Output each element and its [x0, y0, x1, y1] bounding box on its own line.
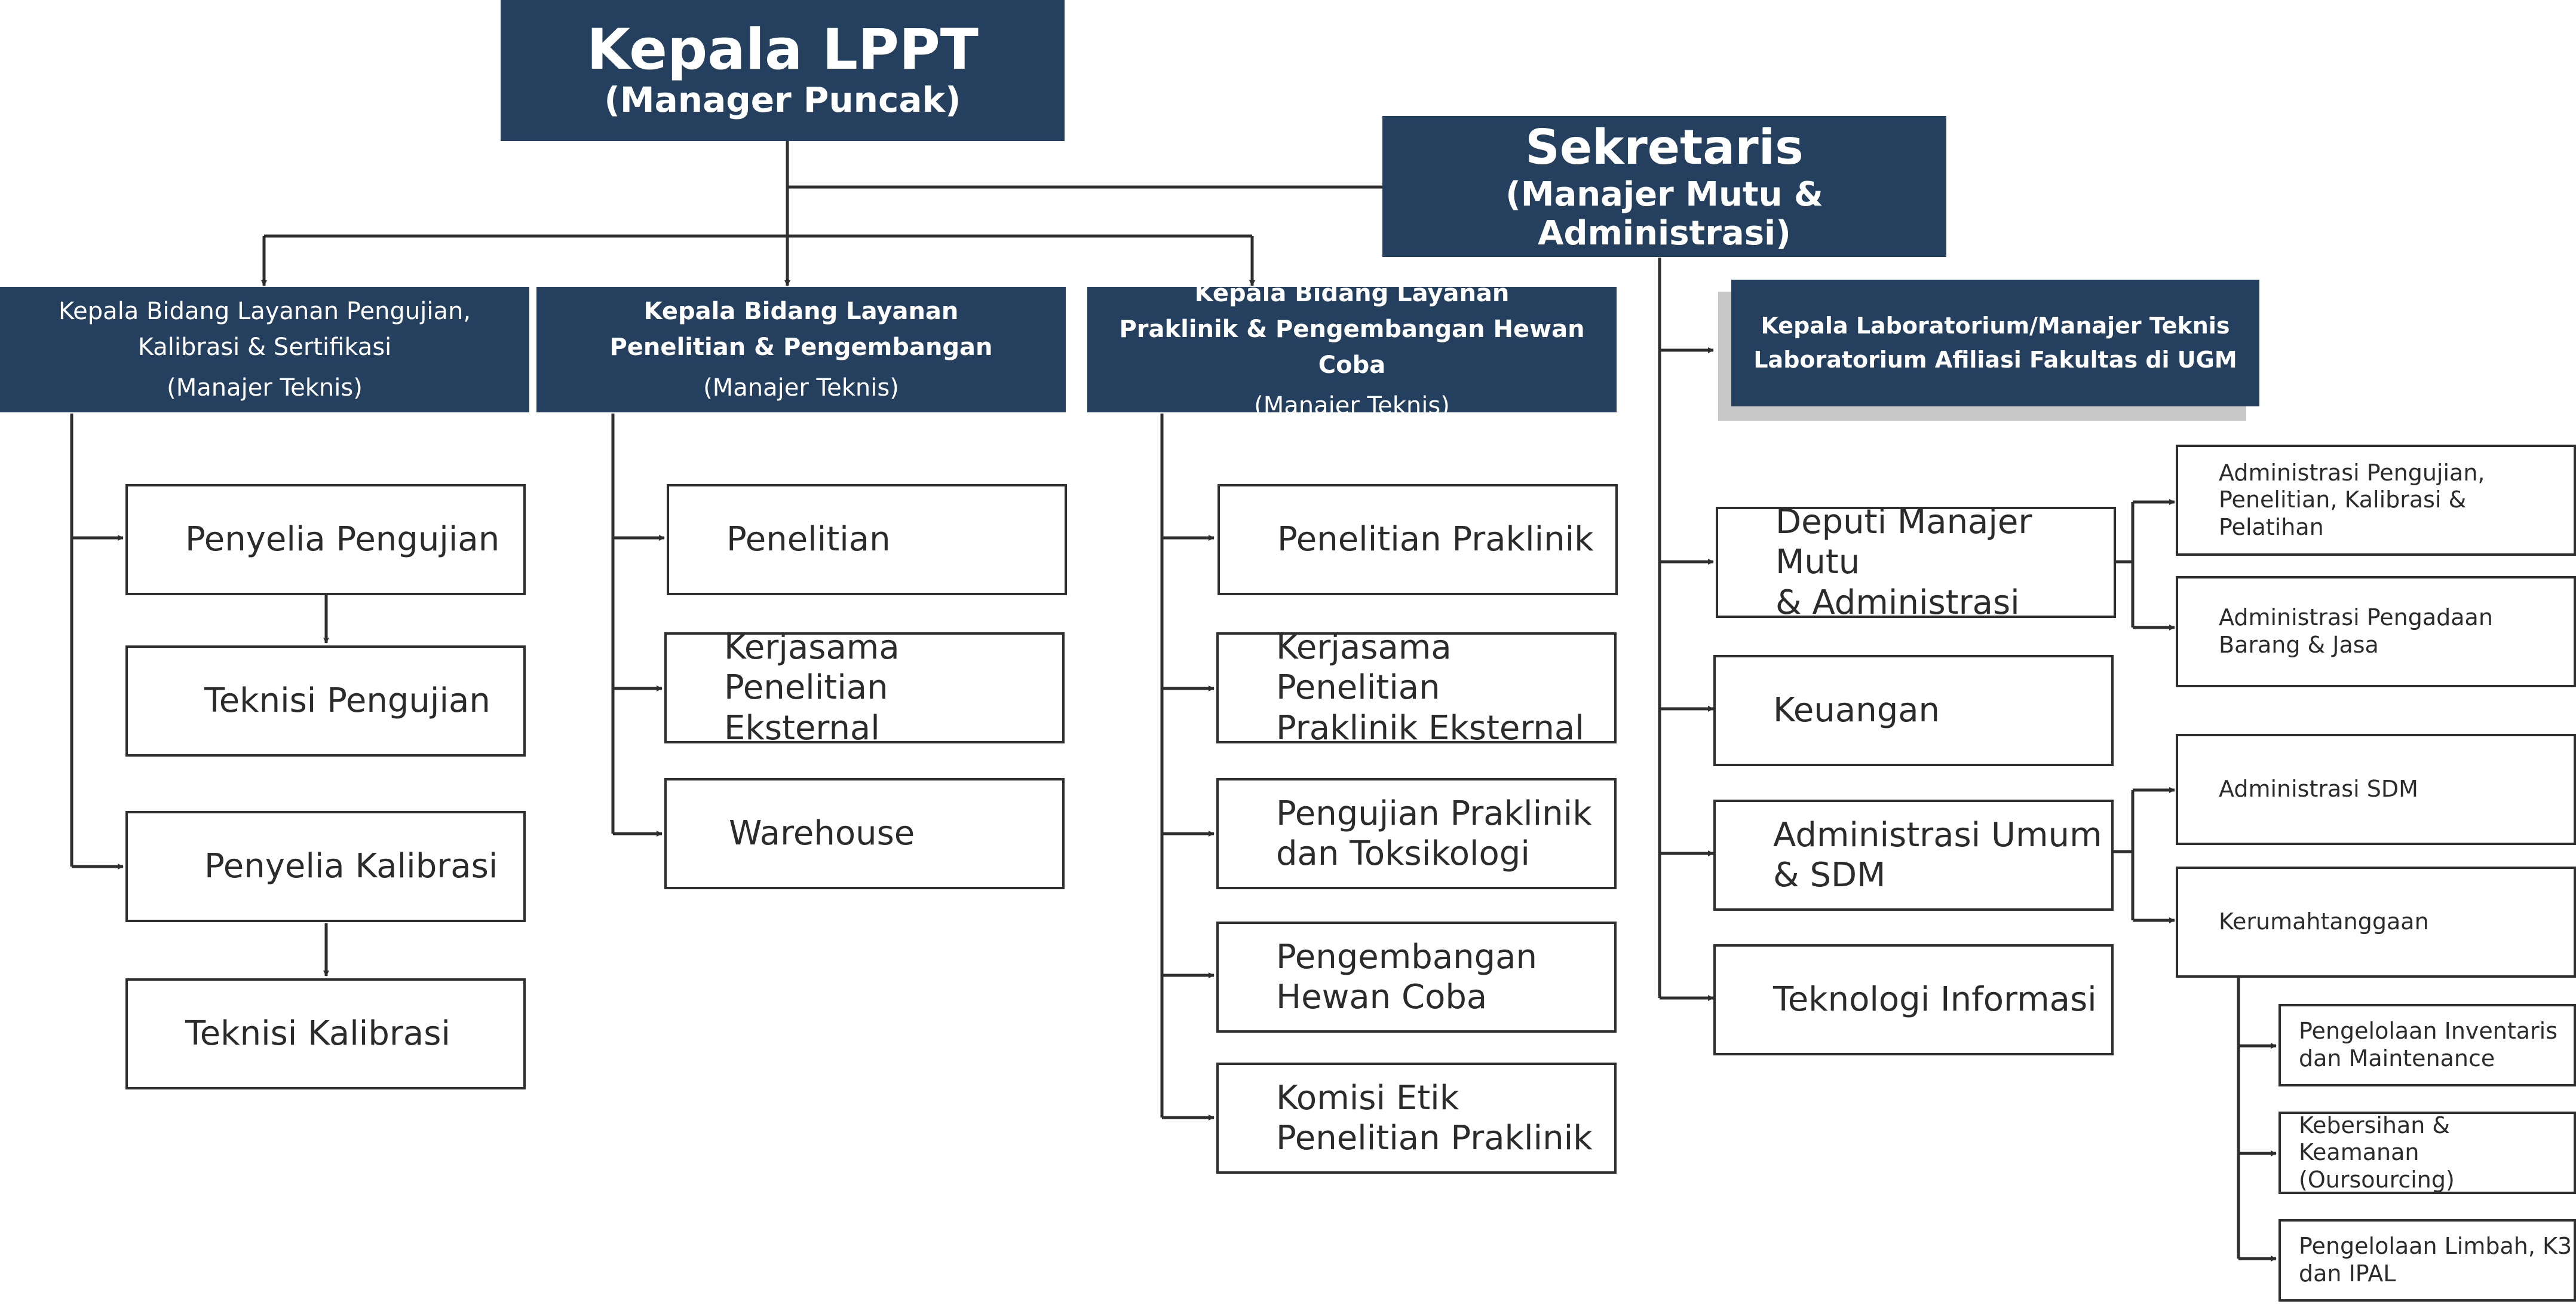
- head-penelitian-line1: Kepala Bidang Layanan: [643, 298, 959, 325]
- head-praklinik-line2: Praklinik & Pengembangan Hewan Coba: [1119, 316, 1585, 379]
- unit-pengembangan-hewan-coba: Pengembangan Hewan Coba: [1216, 922, 1617, 1033]
- unit-label-line: Administrasi Pengadaan: [2219, 604, 2493, 631]
- unit-label-line: Pengelolaan Inventaris: [2299, 1018, 2558, 1045]
- secretary-box: Sekretaris (Manajer Mutu & Administrasi): [1382, 116, 1946, 257]
- unit-label-line: Deputi Manajer Mutu: [1775, 503, 2032, 582]
- unit-label-line: Administrasi Pengujian,: [2219, 459, 2485, 486]
- unit-label-line: dan Toksikologi: [1276, 834, 1530, 873]
- unit-administrasi-pengadaan: Administrasi Pengadaan Barang & Jasa: [2176, 576, 2576, 687]
- unit-label-line: Penelitian Praklinik: [1276, 1119, 1593, 1158]
- head-praklinik-line1: Kepala Bidang Layanan: [1194, 280, 1510, 307]
- unit-label-line: Warehouse: [729, 814, 915, 853]
- unit-label-line: Pengujian Praklinik: [1276, 794, 1592, 833]
- unit-administrasi-sdm: Administrasi SDM: [2176, 734, 2576, 845]
- unit-teknisi-kalibrasi: Teknisi Kalibrasi: [125, 978, 526, 1089]
- unit-label-line: (Oursourcing): [2299, 1166, 2455, 1193]
- unit-administrasi-pengujian: Administrasi Pengujian, Penelitian, Kali…: [2176, 445, 2576, 556]
- unit-label-line: Penelitian: [726, 520, 891, 559]
- unit-label-line: Administrasi Umum: [1773, 815, 2102, 855]
- unit-label-line: dan IPAL: [2299, 1260, 2396, 1287]
- unit-pengelolaan-inventaris: Pengelolaan Inventaris dan Maintenance: [2278, 1004, 2576, 1086]
- unit-label-line: Pengembangan: [1276, 937, 1537, 977]
- unit-label-line: Teknologi Informasi: [1773, 980, 2097, 1020]
- unit-kerjasama-penelitian-eksternal: Kerjasama Penelitian Eksternal: [664, 628, 1065, 748]
- unit-label-line: Kebersihan & Keamanan: [2299, 1112, 2451, 1166]
- lab-head-box: Kepala Laboratorium/Manajer Teknis Labor…: [1731, 280, 2259, 406]
- unit-pengelolaan-limbah: Pengelolaan Limbah, K3 dan IPAL: [2278, 1219, 2576, 1302]
- unit-label-line: Penyelia Pengujian: [185, 520, 500, 559]
- unit-label-line: Komisi Etik: [1276, 1078, 1459, 1118]
- head-penelitian-role: (Manajer Teknis): [703, 374, 899, 402]
- unit-label-line: Kerumahtanggaan: [2219, 908, 2429, 935]
- lab-head-line1: Kepala Laboratorium/Manajer Teknis: [1761, 313, 2230, 339]
- unit-komisi-etik: Komisi Etik Penelitian Praklinik: [1216, 1063, 1617, 1174]
- unit-warehouse: Warehouse: [664, 778, 1065, 889]
- unit-label-line: dan Maintenance: [2299, 1045, 2495, 1072]
- head-penelitian-line2: Penelitian & Pengembangan: [609, 333, 993, 361]
- head-pengujian-line2: Kalibrasi & Sertifikasi: [137, 333, 392, 361]
- unit-label-line: Hewan Coba: [1276, 978, 1488, 1017]
- head-praklinik-box: Kepala Bidang Layanan Praklinik & Pengem…: [1087, 280, 1617, 420]
- unit-penelitian: Penelitian: [667, 484, 1067, 595]
- unit-label-line: & Administrasi: [1775, 583, 2020, 622]
- unit-teknologi-informasi: Teknologi Informasi: [1713, 944, 2114, 1055]
- unit-label-line: Kerjasama Penelitian: [724, 628, 900, 708]
- unit-label-line: Penelitian, Kalibrasi & Pelatihan: [2219, 486, 2467, 540]
- secretary-subtitle: (Manajer Mutu & Administrasi): [1505, 175, 1823, 253]
- head-pengujian-role: (Manajer Teknis): [167, 374, 363, 402]
- unit-teknisi-pengujian: Teknisi Pengujian: [125, 645, 526, 757]
- unit-keuangan: Keuangan: [1713, 655, 2114, 766]
- unit-label-line: Pengelolaan Limbah, K3: [2299, 1233, 2572, 1260]
- unit-pengujian-praklinik: Pengujian Praklinik dan Toksikologi: [1216, 778, 1617, 889]
- unit-kerjasama-penelitian-praklinik: Kerjasama Penelitian Praklinik Eksternal: [1216, 628, 1617, 748]
- head-lppt-subtitle: (Manager Puncak): [604, 79, 961, 121]
- unit-label-line: Praklinik Eksternal: [1276, 708, 1584, 748]
- unit-penyelia-kalibrasi: Penyelia Kalibrasi: [125, 811, 526, 922]
- unit-label-line: & SDM: [1773, 856, 1886, 895]
- unit-administrasi-umum-sdm: Administrasi Umum & SDM: [1713, 800, 2114, 911]
- unit-kerumahtanggaan: Kerumahtanggaan: [2176, 867, 2576, 978]
- unit-deputi-manajer-mutu: Deputi Manajer Mutu & Administrasi: [1716, 503, 2116, 622]
- secretary-title: Sekretaris: [1525, 120, 1804, 175]
- unit-label-line: Teknisi Kalibrasi: [185, 1014, 450, 1054]
- unit-label-line: Keuangan: [1773, 691, 1940, 730]
- head-pengujian-box: Kepala Bidang Layanan Pengujian, Kalibra…: [0, 287, 529, 412]
- unit-label-line: Administrasi SDM: [2219, 776, 2418, 803]
- head-lppt-box: Kepala LPPT (Manager Puncak): [501, 0, 1065, 141]
- unit-label-line: Kerjasama Penelitian: [1276, 628, 1452, 708]
- unit-label-line: Penyelia Kalibrasi: [204, 847, 498, 886]
- head-lppt-title: Kepala LPPT: [587, 17, 979, 82]
- lab-head-line2: Laboratorium Afiliasi Fakultas di UGM: [1753, 347, 2237, 373]
- unit-label-line: Barang & Jasa: [2219, 632, 2379, 658]
- unit-label-line: Eksternal: [724, 708, 880, 748]
- unit-kebersihan-keamanan: Kebersihan & Keamanan (Oursourcing): [2278, 1112, 2576, 1194]
- head-praklinik-role: (Manajer Teknis): [1254, 392, 1450, 420]
- unit-label-line: Teknisi Pengujian: [204, 681, 490, 721]
- unit-penelitian-praklinik: Penelitian Praklinik: [1218, 484, 1618, 595]
- head-penelitian-box: Kepala Bidang Layanan Penelitian & Penge…: [536, 287, 1066, 412]
- head-pengujian-line1: Kepala Bidang Layanan Pengujian,: [58, 298, 471, 325]
- unit-penyelia-pengujian: Penyelia Pengujian: [125, 484, 526, 595]
- unit-label-line: Penelitian Praklinik: [1277, 520, 1594, 559]
